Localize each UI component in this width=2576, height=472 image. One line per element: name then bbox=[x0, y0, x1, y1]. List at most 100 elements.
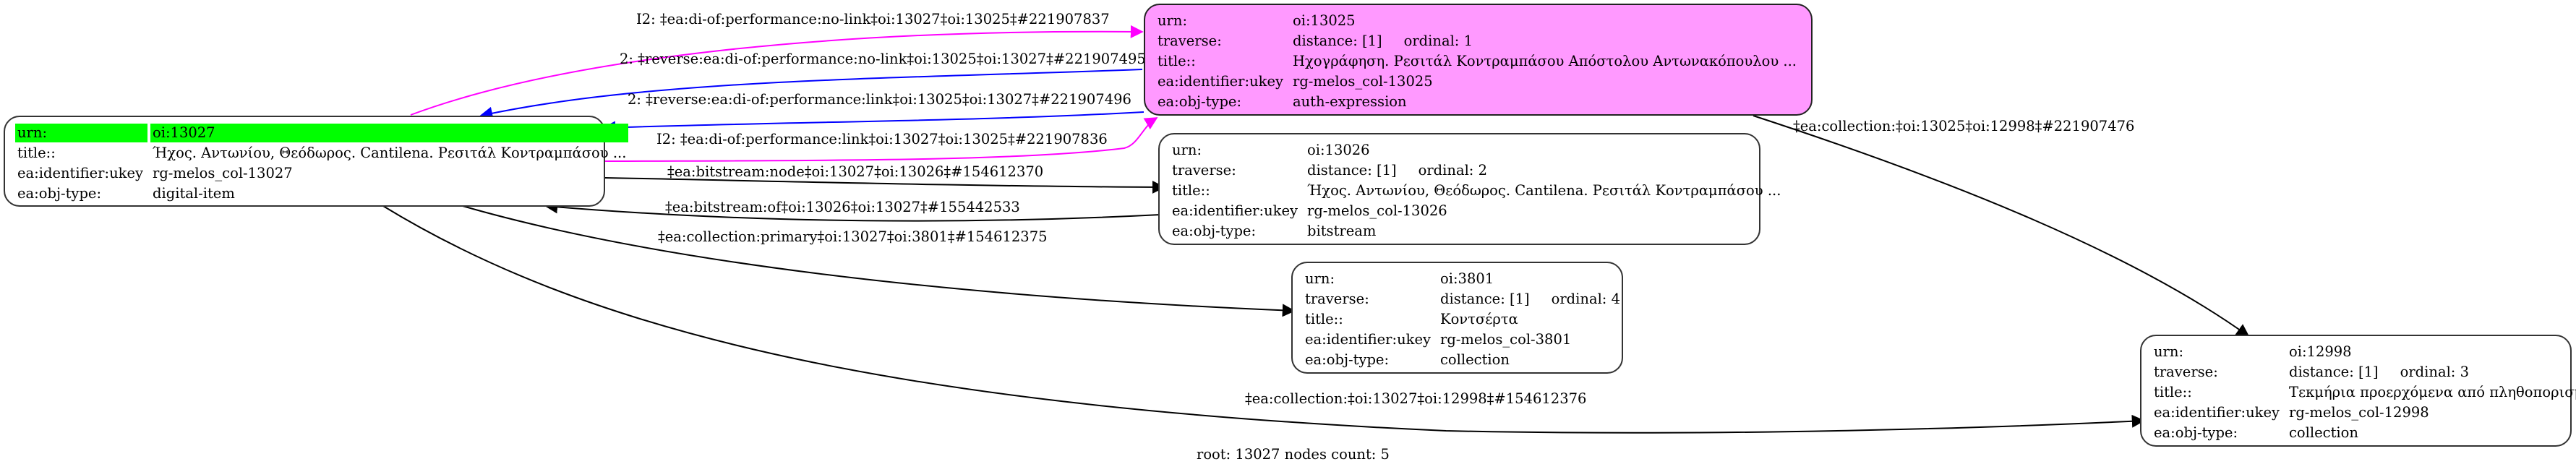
key-traverse: traverse: bbox=[1172, 162, 1236, 179]
value-obj-type: collection bbox=[1440, 351, 1510, 368]
key-obj-type: ea:obj-type: bbox=[17, 185, 102, 202]
key-traverse: traverse: bbox=[1305, 291, 1369, 307]
key-obj-type: ea:obj-type: bbox=[2154, 424, 2238, 441]
row-obj-type: ea:obj-type: bitstream bbox=[1170, 222, 1783, 241]
key-urn: urn: bbox=[15, 124, 147, 142]
key-title: title:: bbox=[1172, 182, 1210, 199]
traverse-distance: distance: [1] bbox=[1293, 33, 1382, 49]
value-urn: oi:13027 bbox=[150, 124, 629, 142]
edge-label-e5: ‡ea:bitstream:node‡oi:13027‡oi:13026‡#15… bbox=[667, 163, 1044, 180]
edge-label-e7: ‡ea:collection:primary‡oi:13027‡oi:3801‡… bbox=[658, 228, 1048, 245]
value-obj-type: auth-expression bbox=[1293, 93, 1407, 110]
value-urn: oi:3801 bbox=[1440, 270, 1494, 287]
key-ukey: ea:identifier:ukey bbox=[1305, 331, 1431, 348]
value-urn: oi:13025 bbox=[1293, 12, 1356, 29]
value-title: Ήχος. Αντωνίου, Θεόδωρος. Cantilena. Ρεσ… bbox=[1307, 182, 1781, 199]
key-ukey: ea:identifier:ukey bbox=[17, 165, 143, 181]
value-title: Τεκμήρια προερχόμενα από πληθοπορισμό bbox=[2289, 384, 2576, 400]
row-ukey: ea:identifier:ukey rg-melos_col-13026 bbox=[1170, 202, 1783, 220]
row-title: title:: Ήχος. Αντωνίου, Θεόδωρος. Cantil… bbox=[15, 144, 628, 163]
key-traverse: traverse: bbox=[2154, 364, 2218, 380]
row-title: title:: Τεκμήρια προερχόμενα από πληθοπο… bbox=[2152, 383, 2576, 402]
edge-e2 bbox=[479, 69, 1143, 120]
graph-footer: root: 13027 nodes count: 5 bbox=[1197, 446, 1390, 463]
value-obj-type: bitstream bbox=[1307, 223, 1377, 239]
edge-e4 bbox=[604, 117, 1158, 162]
row-title: title:: Ήχος. Αντωνίου, Θεόδωρος. Cantil… bbox=[1170, 181, 1783, 200]
key-obj-type: ea:obj-type: bbox=[1158, 93, 1242, 110]
value-traverse: distance: [1] ordinal: 3 bbox=[2287, 363, 2576, 382]
edge-e3 bbox=[602, 111, 1144, 134]
edge-label-e9: ‡ea:collection:‡oi:13027‡oi:12998‡#15461… bbox=[1245, 390, 1587, 407]
value-ukey: rg-melos_col-13026 bbox=[1307, 202, 1447, 219]
row-obj-type: ea:obj-type: collection bbox=[2152, 424, 2576, 442]
traverse-ordinal: ordinal: 2 bbox=[1418, 162, 1487, 179]
node-12998[interactable]: urn: oi:12998 traverse: distance: [1] ord… bbox=[2140, 335, 2576, 447]
key-urn: urn: bbox=[1305, 270, 1335, 287]
node-13026[interactable]: urn: oi:13026 traverse: distance: [1] ord… bbox=[1158, 133, 1781, 245]
value-ukey: rg-melos_col-13025 bbox=[1293, 73, 1433, 90]
node-13027[interactable]: urn: oi:13027 title:: Ήχος. Αντωνίου, Θε… bbox=[4, 116, 629, 207]
row-ukey: ea:identifier:ukey rg-melos_col-13027 bbox=[15, 164, 628, 183]
value-title: Ηχογράφηση. Ρεσιτάλ Κοντραμπάσου Απόστολ… bbox=[1293, 53, 1797, 69]
key-urn: urn: bbox=[2154, 343, 2184, 360]
row-traverse: traverse: distance: [1]ordinal: 4 bbox=[1303, 290, 1622, 309]
edge-label-e8: ‡ea:collection:‡oi:13025‡oi:12998‡#22190… bbox=[1793, 118, 2135, 134]
key-ukey: ea:identifier:ukey bbox=[2154, 404, 2280, 421]
row-title: title:: Ηχογράφηση. Ρεσιτάλ Κοντραμπάσου… bbox=[1155, 52, 1799, 71]
value-ukey: rg-melos_col-12998 bbox=[2289, 404, 2429, 421]
key-title: title:: bbox=[1305, 311, 1343, 327]
traverse-ordinal: ordinal: 4 bbox=[1551, 291, 1620, 307]
node-3801[interactable]: urn: oi:3801 traverse: distance: [1]ordi… bbox=[1291, 262, 1623, 374]
key-title: title:: bbox=[17, 145, 56, 161]
row-urn: urn: oi:12998 bbox=[2152, 343, 2576, 361]
value-traverse: distance: [1] ordinal: 2 bbox=[1305, 161, 1783, 180]
edge-e9 bbox=[382, 205, 2145, 434]
row-ukey: ea:identifier:ukey rg-melos_col-12998 bbox=[2152, 403, 2576, 422]
row-ukey: ea:identifier:ukey rg-melos_col-13025 bbox=[1155, 72, 1799, 91]
key-ukey: ea:identifier:ukey bbox=[1158, 73, 1283, 90]
key-obj-type: ea:obj-type: bbox=[1305, 351, 1390, 368]
node-13025[interactable]: urn: oi:13025 traverse: distance: [1] ord… bbox=[1144, 4, 1813, 116]
edge-label-e2: 2: ‡reverse:ea:di-of:performance:no-link… bbox=[620, 51, 1146, 67]
row-urn: urn: oi:13027 bbox=[15, 124, 629, 142]
traverse-ordinal: ordinal: 1 bbox=[1403, 33, 1473, 49]
value-title: Κοντσέρτα bbox=[1440, 311, 1518, 327]
value-urn: oi:13026 bbox=[1307, 142, 1370, 158]
value-obj-type: collection bbox=[2289, 424, 2358, 441]
edge-e6 bbox=[544, 200, 1161, 222]
row-title: title:: Κοντσέρτα bbox=[1303, 310, 1622, 329]
row-traverse: traverse: distance: [1] ordinal: 1 bbox=[1155, 32, 1799, 51]
value-title: Ήχος. Αντωνίου, Θεόδωρος. Cantilena. Ρεσ… bbox=[153, 145, 627, 161]
row-urn: urn: oi:3801 bbox=[1303, 270, 1622, 288]
key-title: title:: bbox=[1158, 53, 1196, 69]
key-urn: urn: bbox=[1158, 12, 1188, 29]
key-obj-type: ea:obj-type: bbox=[1172, 223, 1257, 239]
edge-e8 bbox=[1753, 115, 2250, 338]
row-obj-type: ea:obj-type: collection bbox=[1303, 351, 1622, 369]
edge-e5 bbox=[604, 177, 1165, 194]
key-ukey: ea:identifier:ukey bbox=[1172, 202, 1298, 219]
edge-e1 bbox=[410, 25, 1144, 116]
row-ukey: ea:identifier:ukey rg-melos_col-3801 bbox=[1303, 330, 1622, 349]
value-traverse: distance: [1] ordinal: 1 bbox=[1291, 32, 1799, 51]
row-obj-type: ea:obj-type: auth-expression bbox=[1155, 93, 1799, 111]
row-obj-type: ea:obj-type: digital-item bbox=[15, 184, 628, 203]
row-traverse: traverse: distance: [1] ordinal: 3 bbox=[2152, 363, 2576, 382]
value-traverse: distance: [1]ordinal: 4 bbox=[1438, 290, 1622, 309]
edge-label-e3: 2: ‡reverse:ea:di-of:performance:link‡oi… bbox=[628, 91, 1131, 108]
traverse-ordinal: ordinal: 3 bbox=[2400, 364, 2469, 380]
key-urn: urn: bbox=[1172, 142, 1202, 158]
key-traverse: traverse: bbox=[1158, 33, 1222, 49]
row-urn: urn: oi:13025 bbox=[1155, 12, 1799, 30]
edge-label-e4: I2: ‡ea:di-of:performance:link‡oi:13027‡… bbox=[656, 131, 1108, 147]
value-urn: oi:12998 bbox=[2289, 343, 2352, 360]
traverse-distance: distance: [1] bbox=[1307, 162, 1397, 179]
key-title: title:: bbox=[2154, 384, 2192, 400]
row-traverse: traverse: distance: [1] ordinal: 2 bbox=[1170, 161, 1783, 180]
value-ukey: rg-melos_col-13027 bbox=[153, 165, 293, 181]
traverse-distance: distance: [1] bbox=[2289, 364, 2379, 380]
value-obj-type: digital-item bbox=[153, 185, 235, 202]
edge-e7 bbox=[462, 205, 1296, 317]
